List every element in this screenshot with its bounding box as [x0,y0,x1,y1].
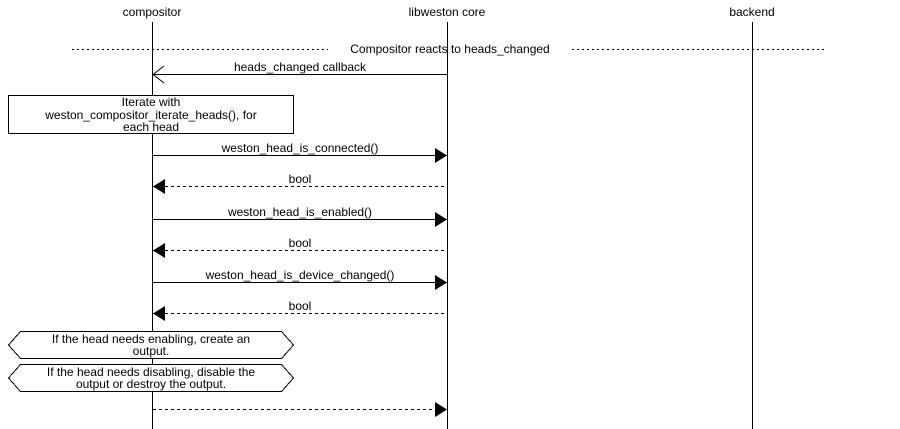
note-line-1: If the head needs enabling, create an [52,332,250,346]
participant-title-libweston-core: libweston core [409,5,486,19]
message-label: bool [289,172,312,186]
message-label: bool [289,236,312,250]
arrowhead-right-icon [435,402,447,417]
arrowhead-left-icon [153,243,165,258]
note-line-2: output. [133,344,170,358]
note-disable-head: If the head needs disabling, disable the… [7,364,295,392]
arrowhead-right-icon [435,212,447,227]
note-hexagon-shape [7,331,295,359]
message-final-unlabeled [153,402,447,417]
participant-title-compositor: compositor [123,5,182,19]
participant-title-backend: backend [729,5,774,19]
note-hexagon-shape [7,364,295,392]
arrowhead-right-icon [435,148,447,163]
arrowhead-left-icon [153,306,165,321]
note-enable-head: If the head needs enabling, create an ou… [7,331,295,359]
message-bool-1: bool [153,172,447,194]
note-line-1: Iterate with [122,95,181,109]
note-box-rect [8,95,294,134]
note-line-2: output or destroy the output. [76,377,226,391]
divider-label: Compositor reacts to heads_changed [350,42,549,56]
arrowhead-right-icon [435,275,447,290]
arrowhead-left-icon [153,179,165,194]
message-weston-head-is-enabled: weston_head_is_enabled() [153,205,447,227]
note-line-3: each head [123,120,179,134]
participant-titles-group: compositor libweston core backend [123,5,775,19]
message-label: heads_changed callback [234,60,367,74]
arrowhead-open-left-icon [152,65,165,84]
note-iterate-heads: Iterate with weston_compositor_iterate_h… [8,95,294,134]
message-weston-head-is-connected: weston_head_is_connected() [153,141,447,163]
message-weston-head-is-device-changed: weston_head_is_device_changed() [153,268,447,290]
divider-compositor-reacts: Compositor reacts to heads_changed [72,42,826,56]
message-label: weston_head_is_device_changed() [205,268,395,282]
message-bool-3: bool [153,299,447,321]
lifelines-group [152,22,753,429]
message-label: weston_head_is_enabled() [227,205,372,219]
message-bool-2: bool [153,236,447,258]
message-label: bool [289,299,312,313]
message-label: weston_head_is_connected() [221,141,379,155]
note-line-1: If the head needs disabling, disable the [47,365,255,379]
note-line-2: weston_compositor_iterate_heads(), for [44,108,256,122]
message-heads-changed-callback: heads_changed callback [152,60,447,84]
